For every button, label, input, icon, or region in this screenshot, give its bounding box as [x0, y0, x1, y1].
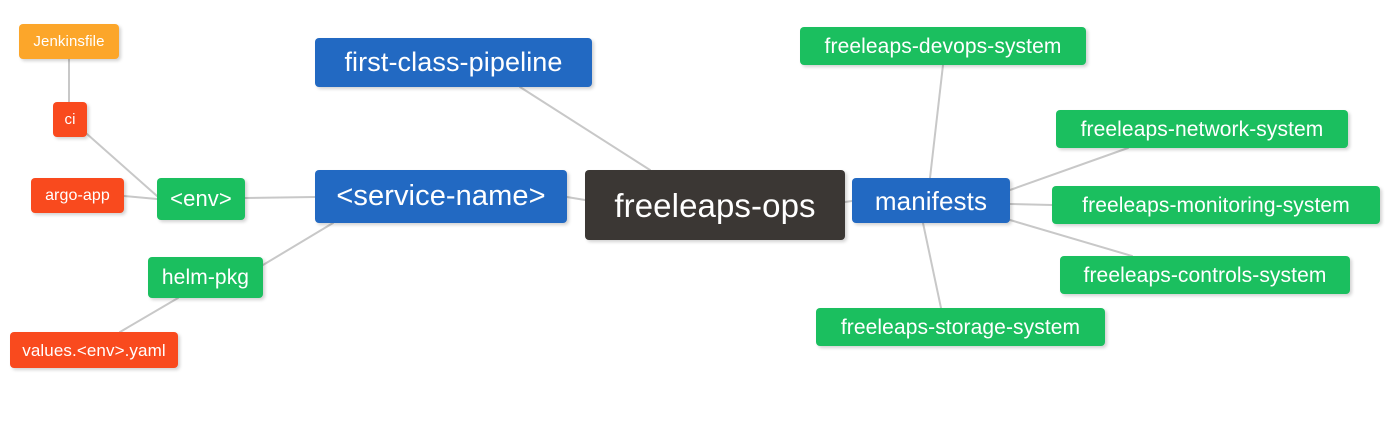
mindmap-node-label-ci: ci	[64, 111, 76, 128]
mindmap-node-label-argo-app: argo-app	[45, 186, 110, 204]
mindmap-node-label-freeleaps-monitoring-system: freeleaps-monitoring-system	[1082, 193, 1350, 217]
mindmap-edge-service-name-to-freeleaps-ops	[566, 196, 586, 201]
mindmap-node-label-manifests: manifests	[874, 185, 988, 216]
mindmap-node-label-values-yaml: values.<env>.yaml	[22, 340, 166, 360]
mindmap-edge-helm-pkg-to-service-name	[262, 222, 334, 266]
mindmap-node-service-name[interactable]: <service-name>	[315, 170, 567, 223]
mindmap-node-helm-pkg[interactable]: helm-pkg	[148, 257, 263, 298]
mindmap-node-freeleaps-storage-system[interactable]: freeleaps-storage-system	[816, 308, 1105, 346]
mindmap-edge-argo-app-to-env	[123, 195, 158, 200]
mindmap-node-label-helm-pkg: helm-pkg	[161, 266, 250, 289]
mindmap-node-label-env: <env>	[170, 186, 232, 211]
mindmap-edge-values-yaml-to-helm-pkg	[119, 297, 179, 333]
mindmap-edge-env-to-service-name	[244, 196, 316, 199]
mindmap-node-label-first-class-pipeline: first-class-pipeline	[344, 47, 563, 77]
mindmap-node-freeleaps-controls-system[interactable]: freeleaps-controls-system	[1060, 256, 1350, 294]
mindmap-node-ci[interactable]: ci	[53, 102, 87, 137]
mindmap-edge-manifests-to-freeleaps-controls-system	[1009, 219, 1133, 257]
mindmap-node-label-freeleaps-devops-system: freeleaps-devops-system	[824, 34, 1062, 58]
mindmap-node-label-service-name: <service-name>	[336, 180, 546, 212]
mindmap-edge-manifests-to-freeleaps-devops-system	[929, 64, 944, 179]
mindmap-node-jenkinsfile[interactable]: Jenkinsfile	[19, 24, 119, 59]
mindmap-node-label-freeleaps-storage-system: freeleaps-storage-system	[840, 315, 1081, 339]
mindmap-node-freeleaps-network-system[interactable]: freeleaps-network-system	[1056, 110, 1348, 148]
mindmap-node-label-freeleaps-ops: freeleaps-ops	[614, 186, 816, 224]
mindmap-edge-manifests-to-freeleaps-storage-system	[922, 222, 942, 309]
mindmap-node-label-freeleaps-network-system: freeleaps-network-system	[1080, 117, 1324, 141]
mindmap-node-label-jenkinsfile: Jenkinsfile	[33, 33, 105, 50]
mindmap-node-env[interactable]: <env>	[157, 178, 245, 220]
mindmap-edge-manifests-to-freeleaps-monitoring-system	[1009, 203, 1053, 206]
mindmap-edge-manifests-to-freeleaps-network-system	[1009, 147, 1129, 191]
mindmap-node-freeleaps-monitoring-system[interactable]: freeleaps-monitoring-system	[1052, 186, 1380, 224]
mindmap-node-manifests[interactable]: manifests	[852, 178, 1010, 223]
mindmap-node-label-freeleaps-controls-system: freeleaps-controls-system	[1083, 263, 1327, 287]
mindmap-node-first-class-pipeline[interactable]: first-class-pipeline	[315, 38, 592, 87]
mindmap-node-freeleaps-devops-system[interactable]: freeleaps-devops-system	[800, 27, 1086, 65]
mindmap-edge-first-class-pipeline-to-freeleaps-ops	[519, 86, 651, 171]
mindmap-node-values-yaml[interactable]: values.<env>.yaml	[10, 332, 178, 368]
mindmap-node-freeleaps-ops[interactable]: freeleaps-ops	[585, 170, 845, 240]
mindmap-edge-freeleaps-ops-to-manifests	[844, 200, 853, 203]
mindmap-node-argo-app[interactable]: argo-app	[31, 178, 124, 213]
